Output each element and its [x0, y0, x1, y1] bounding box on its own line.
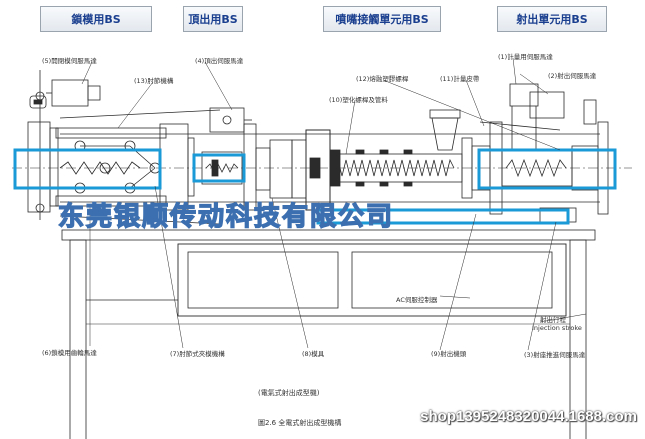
- header-nozzle-bs: 噴嘴接觸單元用BS: [323, 6, 441, 32]
- highlight-ejector-screw: [192, 153, 246, 183]
- label-ac-servo-controller: AC伺服控制器: [396, 296, 438, 304]
- label-metering-servo: (1)計量用伺服馬達: [498, 53, 553, 61]
- clamp-unit: [27, 70, 221, 225]
- label-carriage-servo: (3)射座推進伺服馬達: [524, 351, 586, 359]
- highlight-tie-bar: [316, 208, 570, 225]
- caption-title: 圖2.6 全電式射出成型機構: [258, 419, 342, 427]
- leader-lines: [81, 57, 587, 351]
- label-metering-belt: (11)計量皮帶: [440, 75, 480, 83]
- header-ejector-bs: 頂出用BS: [183, 6, 243, 32]
- ejector-unit: [201, 107, 257, 211]
- highlight-boxes: [13, 148, 617, 225]
- label-clamp-gear-motor: (6)鎖模用齒輪馬達: [42, 349, 97, 357]
- highlight-clamp-screw: [13, 148, 162, 190]
- highlight-injection-screw: [477, 148, 617, 190]
- machine-base: [61, 229, 596, 439]
- label-toggle-mechanism: (13)肘節機構: [134, 77, 174, 85]
- label-toggle-clamp: (7)肘節式夾模機構: [170, 350, 225, 358]
- injection-unit: [461, 83, 609, 223]
- label-injection-stroke-en: Injection stroke: [532, 324, 582, 332]
- header-clamp-bs: 鎖模用BS: [40, 6, 152, 32]
- label-ejector-servo: (4)頂出伺服馬達: [195, 57, 244, 65]
- label-plasticizing-screw: (10)塑化螺桿及管料: [329, 96, 388, 104]
- label-injection-head: (9)射出機頭: [431, 350, 467, 358]
- watermark-company: 东莞银顺传动科技有限公司: [57, 201, 395, 232]
- header-injection-bs: 射出單元用BS: [497, 6, 607, 32]
- label-injection-servo: (2)射出伺服馬達: [548, 72, 597, 80]
- label-injection-stroke-cn: 射出行程: [540, 316, 566, 324]
- injection-barrel: [329, 109, 463, 187]
- caption-subtitle: (電氣式射出成型機): [258, 389, 320, 397]
- label-melt-screw: (12)熔融塑膠螺桿: [356, 75, 409, 83]
- label-mold: (8)模具: [302, 350, 325, 358]
- tie-bars: [60, 133, 600, 203]
- watermark-shop-url: shop1395248320044.1688.com: [420, 408, 637, 425]
- label-clamp-servo: (5)開閉模伺服馬達: [42, 57, 97, 65]
